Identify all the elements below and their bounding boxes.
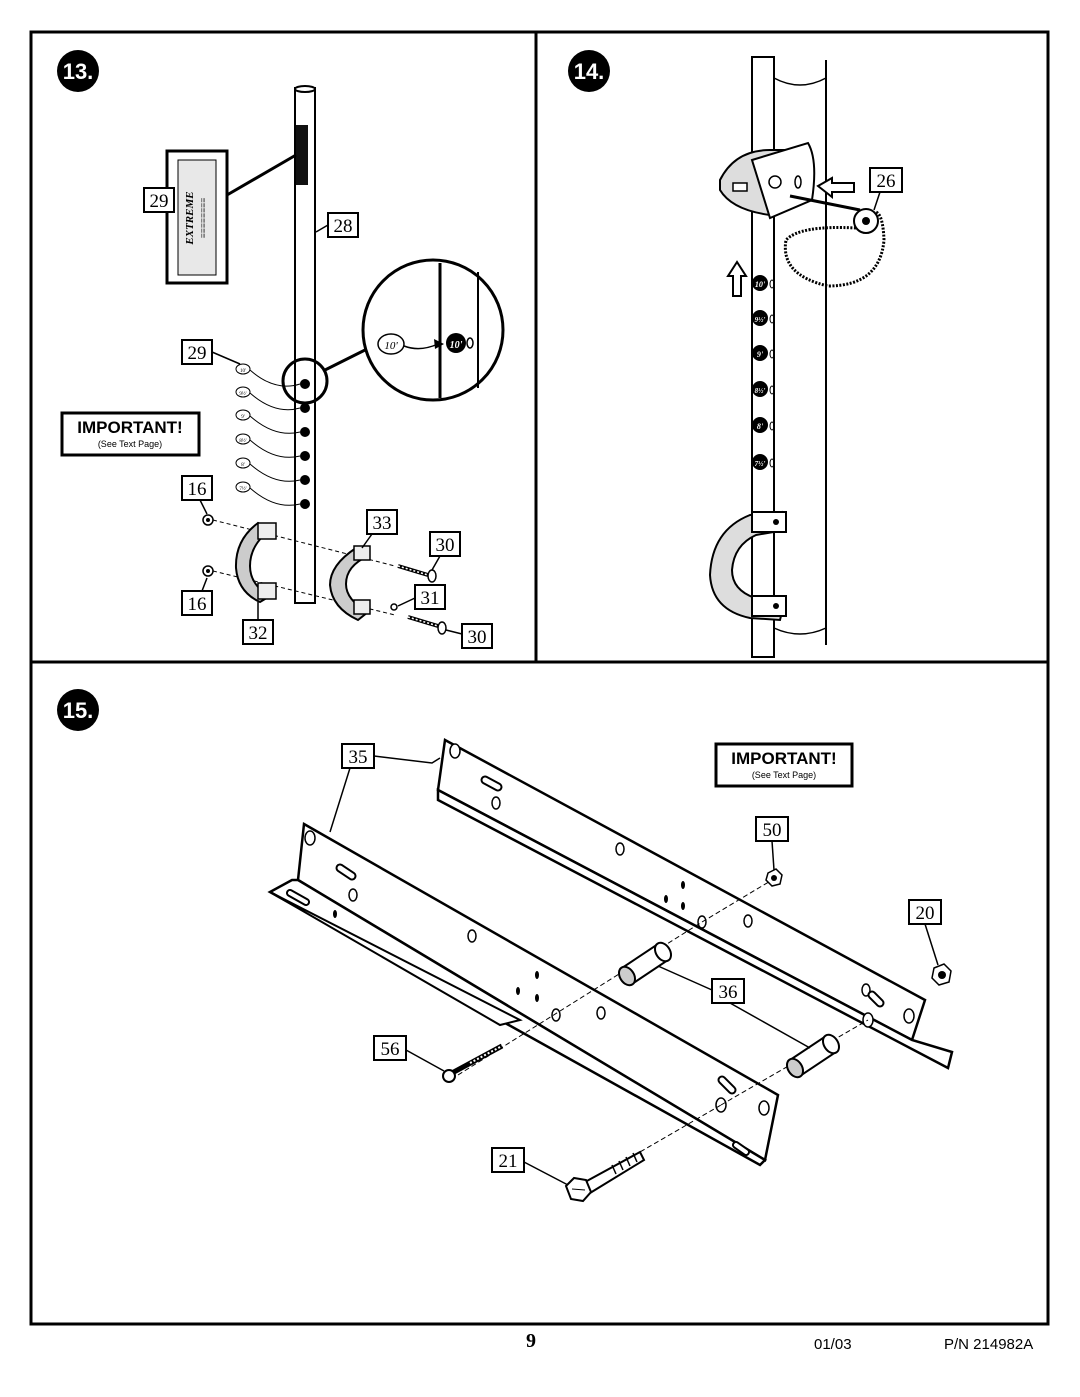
insert-arrow [816, 176, 855, 200]
bolt-30-bottom [407, 615, 447, 635]
callout-29-bottom: 29 [188, 343, 207, 364]
lag-bolt-21 [564, 1150, 646, 1203]
callout-35: 35 [349, 747, 368, 768]
zoom-label-left: 10' [384, 340, 398, 352]
callout-21: 21 [499, 1151, 518, 1172]
svg-text:7½': 7½' [239, 487, 246, 492]
important-sub-15: (See Text Page) [752, 770, 816, 780]
callout-56: 56 [381, 1039, 400, 1060]
back-rail-35 [436, 738, 954, 1070]
svg-text:7½': 7½' [755, 460, 766, 468]
bolt-56 [442, 1043, 504, 1083]
svg-text:8': 8' [757, 422, 764, 431]
callout-36: 36 [719, 982, 738, 1003]
important-title-13: IMPORTANT! [77, 418, 182, 437]
step-13-badge [57, 50, 99, 92]
part-number: P/N 214982A [944, 1336, 1034, 1353]
spacer-36-top [617, 941, 673, 987]
callout-16-top: 16 [188, 479, 207, 500]
svg-text:9½': 9½' [239, 392, 246, 397]
zoom-label-right: 10' [450, 340, 463, 351]
bolt-30-top [397, 564, 437, 583]
callout-20: 20 [916, 903, 935, 924]
step-15-badge [57, 689, 99, 731]
panel-frames [29, 30, 1050, 1326]
callout-30-top: 30 [436, 535, 455, 556]
step-13-panel: 13. EXTREME ≡≡≡≡≡≡≡≡ 29 28 10' 10' [57, 50, 505, 649]
callout-32: 32 [249, 623, 268, 644]
front-rail-35 [267, 821, 780, 1167]
svg-text:EXTREME: EXTREME [184, 191, 196, 245]
pole-decal [296, 125, 308, 185]
svg-text:10': 10' [240, 369, 246, 374]
callout-28: 28 [334, 216, 353, 237]
svg-text:9': 9' [241, 415, 245, 420]
svg-text:9': 9' [757, 350, 764, 359]
important-box-13 [60, 411, 201, 457]
page-number: 9 [526, 1330, 536, 1352]
important-box-15 [714, 742, 854, 788]
pole-labels-13: 10' 9½' 9' 8½' [235, 363, 310, 509]
callout-16-bottom: 16 [188, 594, 207, 615]
callout-31: 31 [421, 588, 440, 609]
important-sub-13: (See Text Page) [98, 439, 162, 449]
svg-text:9½': 9½' [755, 316, 766, 324]
spacer-36-bottom [785, 1033, 841, 1079]
svg-text:8½': 8½' [239, 439, 246, 444]
footer-date: 01/03 [814, 1336, 852, 1353]
svg-text:10': 10' [755, 280, 766, 289]
pole-marks-14: 10' 9½' 9' 8½' 8' [752, 275, 775, 470]
step-15-number: 15. [63, 698, 94, 723]
callout-50: 50 [763, 820, 782, 841]
washer-31 [390, 603, 398, 611]
step-13-number: 13. [63, 59, 94, 84]
zoom-circle [361, 258, 505, 402]
svg-text:8½': 8½' [755, 387, 766, 395]
callout-29-top: 29 [150, 191, 169, 212]
step-14-badge [568, 50, 610, 92]
important-title-15: IMPORTANT! [731, 749, 836, 768]
step-15-panel: 15. IMPORTANT! (See Text Page) [57, 689, 954, 1203]
step-14-panel: 14. 26 10' [568, 50, 903, 658]
callout-33: 33 [373, 513, 392, 534]
svg-text:≡≡≡≡≡≡≡≡: ≡≡≡≡≡≡≡≡ [198, 198, 208, 239]
callout-26: 26 [877, 171, 896, 192]
callout-30-bottom: 30 [468, 627, 487, 648]
step-14-number: 14. [574, 59, 605, 84]
up-arrow [726, 260, 748, 297]
svg-text:8': 8' [241, 463, 245, 468]
pin-26 [789, 194, 861, 212]
